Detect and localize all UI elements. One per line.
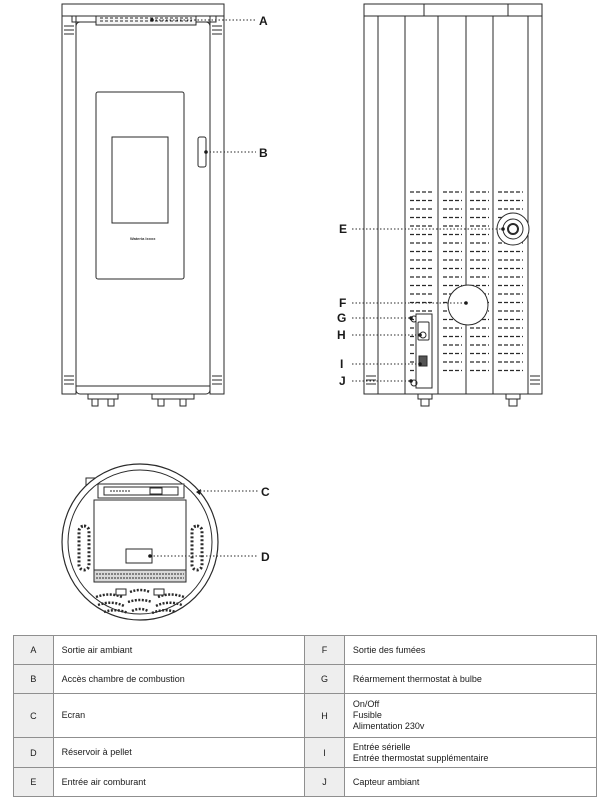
- legend-description-line: Réarmement thermostat à bulbe: [352, 673, 482, 684]
- legend-description: Capteur ambiant: [343, 767, 598, 797]
- legend-description-line: Sortie des fumées: [352, 644, 426, 655]
- callout-label-g: G: [337, 311, 346, 325]
- legend-description: Sortie air ambiant: [52, 635, 306, 665]
- callout-label-c: C: [261, 485, 270, 499]
- legend-key: C: [13, 693, 54, 738]
- brand-label: Wateria Ixxxx: [130, 236, 156, 241]
- legend-description-line: Réservoir à pellet: [61, 747, 132, 757]
- legend-row: B Accès chambre de combustion G Réarmement …: [13, 664, 598, 694]
- legend-key: E: [13, 767, 54, 797]
- legend-description-line: Fusible: [352, 710, 382, 720]
- top-view: [61, 463, 219, 621]
- front-view: Wateria Ixxxx: [61, 3, 225, 407]
- legend-key: D: [13, 737, 54, 768]
- legend-row: E Entrée air comburant J Capteur ambiant: [13, 767, 598, 797]
- stove-technical-diagram: Wateria Ixxxx: [61, 3, 543, 621]
- legend-description-line: Entrée air comburant: [61, 776, 146, 787]
- legend-description-line: On/Off: [352, 699, 380, 709]
- legend-description-line: Sortie air ambiant: [61, 644, 133, 655]
- legend-description: Ecran: [52, 693, 306, 738]
- legend-description: Entrée air comburant: [52, 767, 306, 797]
- legend-key: F: [304, 635, 345, 665]
- legend-description-line: Accès chambre de combustion: [61, 673, 185, 684]
- legend-key: B: [13, 664, 54, 694]
- legend-key: G: [304, 664, 345, 694]
- callout-label-j: J: [339, 374, 346, 388]
- callout-label-f: F: [339, 296, 346, 310]
- legend-key: A: [13, 635, 54, 665]
- callout-label-a: A: [259, 14, 268, 28]
- callouts: [150, 19, 503, 557]
- legend-description: Accès chambre de combustion: [52, 664, 306, 694]
- back-view: [363, 3, 543, 407]
- callout-label-h: H: [337, 328, 346, 342]
- legend-description: Sortie des fumées: [343, 635, 598, 665]
- legend-key: H: [304, 693, 345, 738]
- callout-label-d: D: [261, 550, 270, 564]
- legend-description-line: Entrée thermostat supplémentaire: [352, 752, 489, 763]
- legend-description-line: Ecran: [61, 710, 86, 720]
- callout-label-e: E: [339, 222, 347, 236]
- callout-label-i: I: [340, 357, 343, 371]
- callout-label-b: B: [259, 146, 268, 160]
- legend-description-line: Capteur ambiant: [352, 776, 420, 787]
- legend-description: Réarmement thermostat à bulbe: [343, 664, 598, 694]
- legend-description-line: Entrée sérielle: [352, 741, 411, 752]
- legend-row: A Sortie air ambiant F Sortie des fumées: [13, 635, 598, 665]
- legend-description: Réservoir à pellet: [52, 737, 306, 768]
- legend-description-line: Alimentation 230v: [352, 721, 425, 731]
- legend-key: J: [304, 767, 345, 797]
- legend-key: I: [304, 737, 345, 768]
